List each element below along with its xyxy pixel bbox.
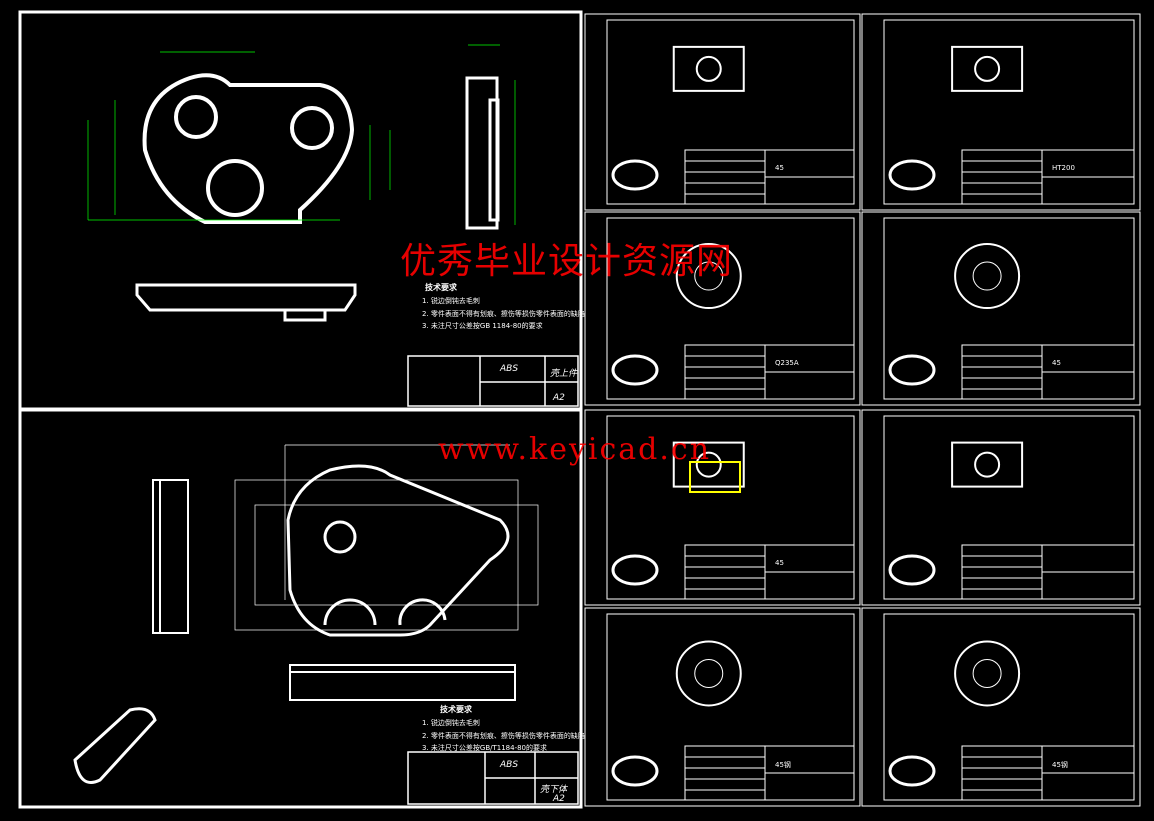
part-isometric [888,159,936,191]
bottom-note-2: 2. 零件表面不得有划痕、擦伤等损伤零件表面的缺陷 [422,732,585,740]
small-sheet-material: 45 [1052,359,1061,367]
small-sheet-frame [861,211,1141,406]
sheet-bottom-frame [18,408,583,809]
small-sheet-frame [584,211,861,406]
small-sheet-frame [584,607,861,807]
bottom-sheet-size: A2 [553,794,565,804]
bottom-note-3: 3. 未注尺寸公差按GB/T1184-80的要求 [422,744,548,752]
bottom-part-isometric [73,707,157,784]
top-part-name: 壳上件 [550,369,578,379]
part-view [954,640,1021,707]
part-view [672,441,745,488]
top-notes-title: 技术要求 [425,283,457,292]
small-sheet-frame [584,13,861,211]
highlighted-part [689,461,741,493]
watermark-url: www.keyicad.cn [438,432,712,467]
top-title-block [407,355,579,407]
top-note-2: 2. 零件表面不得有划痕、擦伤等损伤零件表面的缺陷 [422,310,585,318]
top-part-front-view [135,283,357,322]
part-view [954,243,1021,310]
bottom-part-dimension-lines [234,444,539,631]
small-sheet-material: Q235A [775,359,799,367]
part-view [951,45,1024,92]
bottom-part-front-view [289,664,516,701]
bottom-part-side-view [152,479,189,634]
part-isometric [888,554,936,586]
small-sheet-material: 45 [775,164,784,172]
small-sheet-material: HT200 [1052,164,1075,172]
bottom-note-1: 1. 锐边倒钝去毛刺 [422,719,480,727]
top-note-1: 1. 锐边倒钝去毛刺 [422,297,480,305]
part-view [951,441,1024,488]
small-sheet-material: 45钢 [1052,761,1068,769]
part-isometric [888,354,936,386]
top-part-side-view [465,76,500,230]
top-part-plan-view [142,73,355,224]
part-isometric [611,755,659,787]
top-note-3: 3. 未注尺寸公差按GB 1184-80的要求 [422,322,543,330]
top-part-dimensions [87,44,516,225]
part-view [672,45,745,92]
bottom-part-plan-view [286,464,510,637]
top-sheet-size: A2 [553,393,565,403]
part-isometric [611,354,659,386]
part-view [675,243,742,310]
part-view [675,640,742,707]
small-sheet-frame [861,13,1141,211]
bottom-material: ABS [500,760,519,770]
bottom-notes-title: 技术要求 [440,705,472,714]
part-isometric [888,755,936,787]
top-material: ABS [500,364,519,374]
small-sheet-material: 45 [775,559,784,567]
bottom-title-block [407,751,579,805]
small-sheet-frame [584,409,861,606]
watermark-title: 优秀毕业设计资源网 [400,241,734,282]
small-sheet-material: 45钢 [775,761,791,769]
part-isometric [611,554,659,586]
small-sheet-frame [861,409,1141,606]
small-sheet-frame [861,607,1141,807]
bottom-part-name: 壳下体 [540,785,568,795]
part-isometric [611,159,659,191]
